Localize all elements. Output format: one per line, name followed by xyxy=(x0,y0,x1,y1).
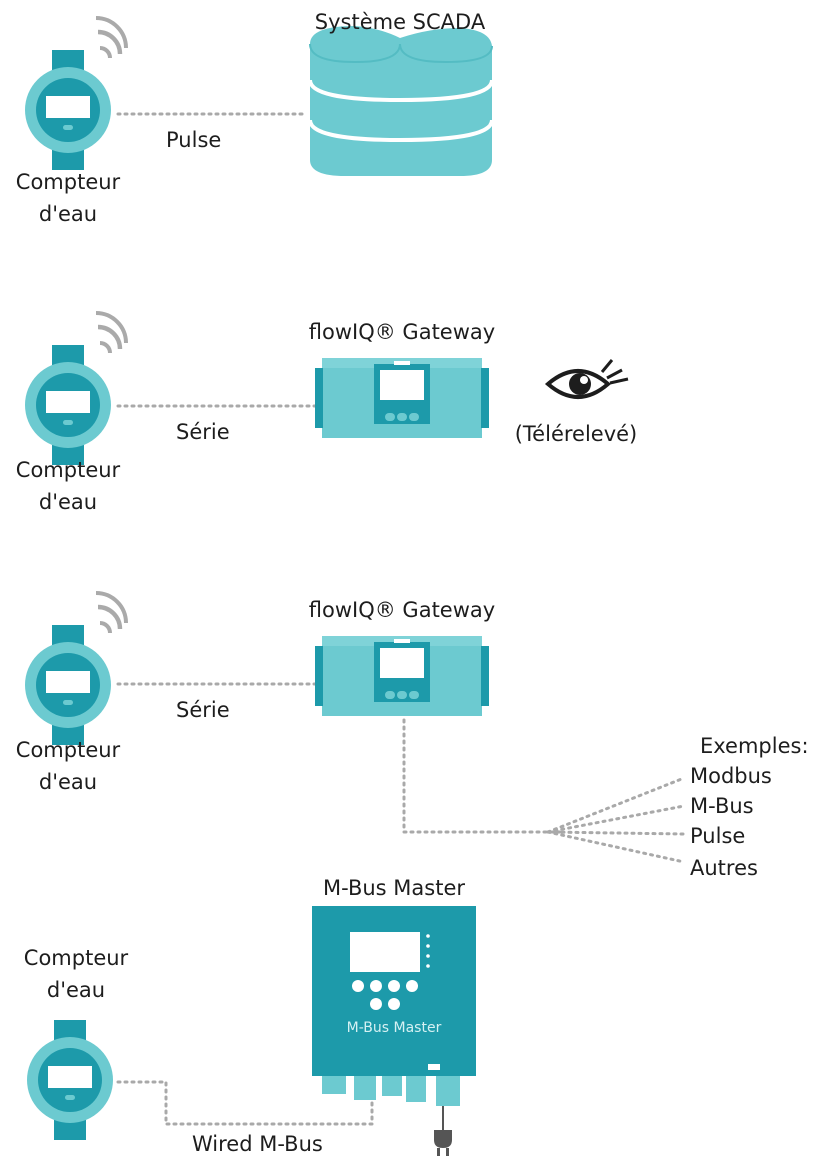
meter-label-line1: Compteur xyxy=(15,738,121,762)
meter-label-line2: d'eau xyxy=(38,202,98,226)
meter-label-line1: Compteur xyxy=(15,170,121,194)
example-item-autres: Autres xyxy=(690,856,758,880)
meter-label-line1: Compteur xyxy=(23,946,129,970)
telereleve-label: (Télérelevé) xyxy=(514,422,638,446)
section3-meter xyxy=(25,625,111,745)
example-item-pulse: Pulse xyxy=(690,824,746,848)
meter-label-line2: d'eau xyxy=(38,770,98,794)
gateway-device-icon xyxy=(315,636,489,716)
gateway-title: flowIQ® Gateway xyxy=(308,320,496,344)
mbus-master-title: M-Bus Master xyxy=(323,876,465,900)
gateway-device-icon xyxy=(315,358,489,438)
serie-link-label: Série xyxy=(176,420,230,444)
example-item-modbus: Modbus xyxy=(690,764,772,788)
mbus-master-panel-label: M-Bus Master xyxy=(346,1020,442,1036)
wired-mbus-line xyxy=(116,1080,374,1126)
section1-meter xyxy=(25,50,111,170)
meter-label-line2: d'eau xyxy=(46,978,106,1002)
scada-title: Système SCADA xyxy=(314,10,486,34)
meter-label-line1: Compteur xyxy=(15,458,121,482)
section2-meter xyxy=(25,345,111,465)
scada-database-icon xyxy=(308,26,494,176)
examples-fan-lines xyxy=(546,776,686,864)
gateway-output-line xyxy=(402,718,562,834)
wireless-waves-icon xyxy=(94,311,128,355)
examples-title: Exemples: xyxy=(700,734,809,758)
eye-icon xyxy=(544,359,629,399)
serie-link-label-2: Série xyxy=(176,698,230,722)
section4-meter xyxy=(27,1020,113,1140)
wireless-waves-icon xyxy=(94,16,128,60)
example-item-mbus: M-Bus xyxy=(690,794,754,818)
mbus-master-device xyxy=(312,906,476,1106)
pulse-link-label: Pulse xyxy=(166,128,222,152)
power-plug-icon xyxy=(434,1106,452,1156)
wireless-waves-icon xyxy=(94,591,128,635)
wired-mbus-label: Wired M-Bus xyxy=(192,1132,323,1156)
meter-label-line2: d'eau xyxy=(38,490,98,514)
gateway-title-2: flowIQ® Gateway xyxy=(308,598,496,622)
